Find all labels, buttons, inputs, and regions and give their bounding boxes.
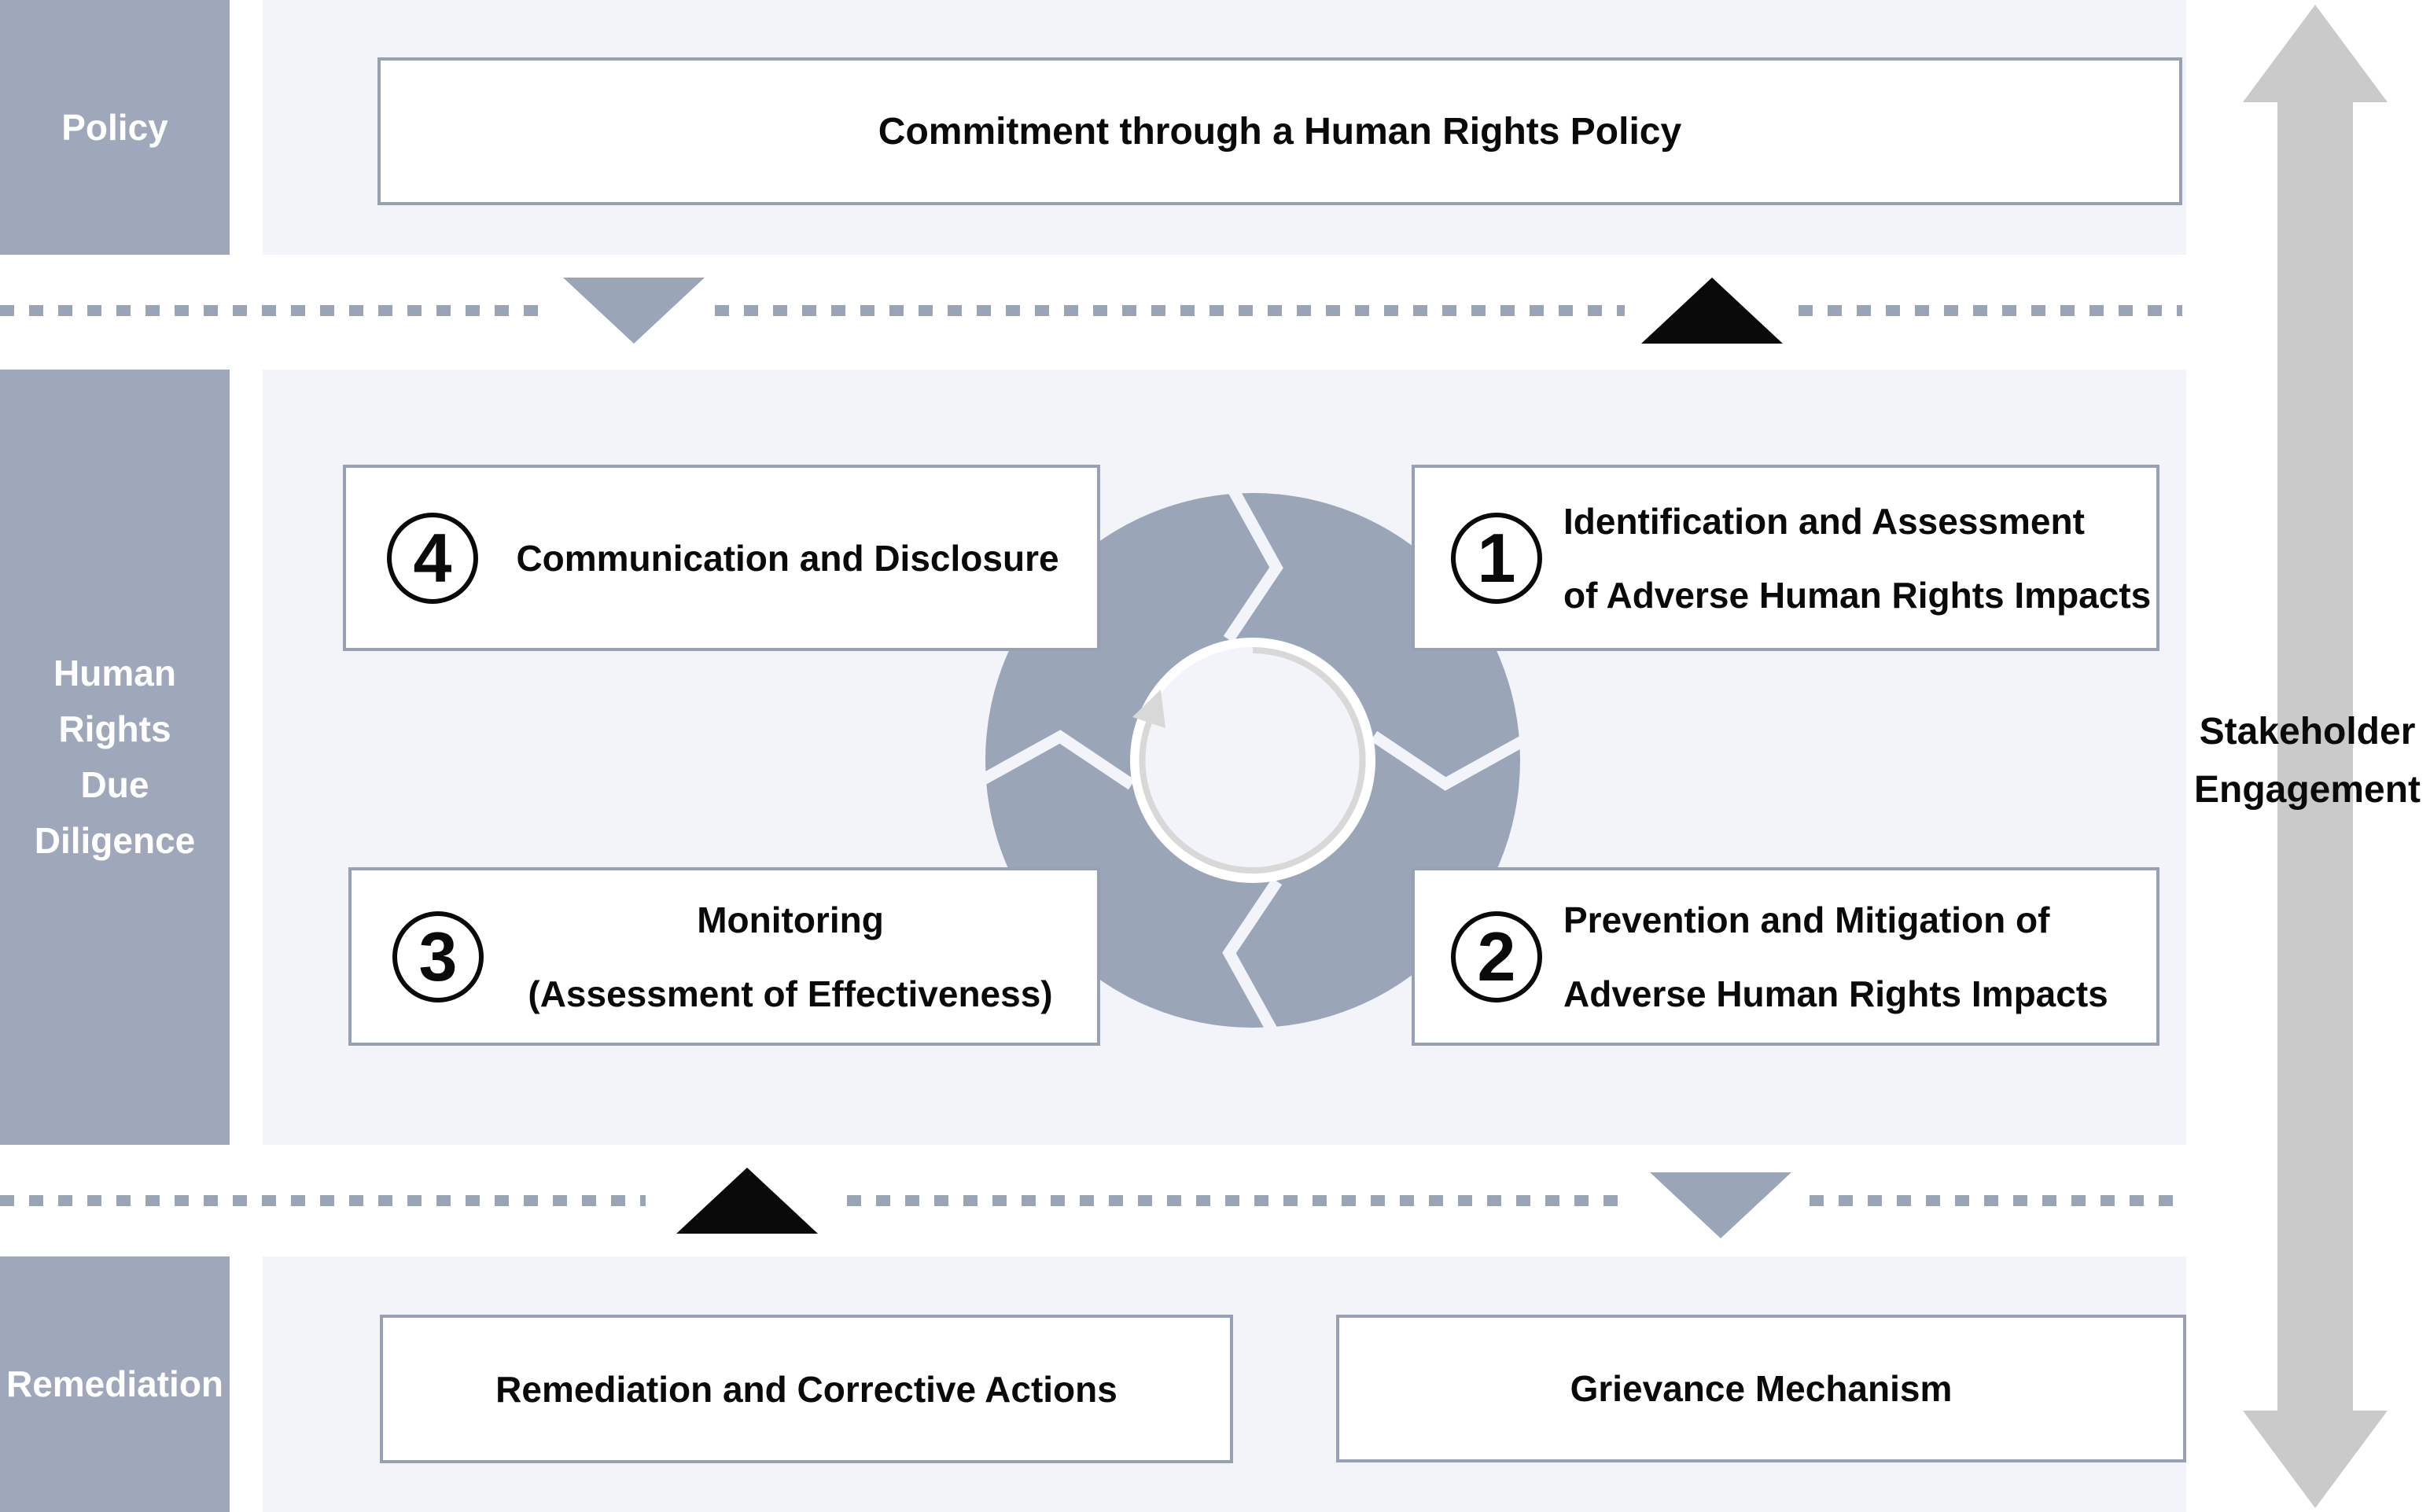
step-2-box: 2 Prevention and Mitigation of Adverse H…	[1412, 867, 2159, 1046]
separator-1-dash	[715, 305, 1625, 316]
separator-1-dash	[1799, 305, 2182, 316]
step-1-label-line1: Identification and Assessment	[1563, 500, 2085, 542]
stakeholder-line1: Stakeholder	[2199, 711, 2416, 752]
separator-2-dash	[847, 1195, 1628, 1206]
step-3-badge: 3	[392, 911, 484, 1002]
stakeholder-line2: Engagement	[2193, 769, 2421, 811]
step-3-label-line1: Monitoring	[697, 899, 884, 940]
down-triangle-icon	[563, 278, 705, 344]
stakeholder-engagement-label: Stakeholder Engagement	[2194, 703, 2421, 819]
sidebar-remediation-label: Remediation	[6, 1363, 224, 1404]
sidebar-hrdd-line: Human	[53, 653, 176, 693]
commitment-label: Commitment through a Human Rights Policy	[878, 110, 1682, 153]
grievance-mechanism-box: Grievance Mechanism	[1336, 1315, 2186, 1462]
cycle-arrow-icon	[978, 485, 1528, 1036]
separator-2-dash	[1810, 1195, 2182, 1206]
sidebar-item-remediation: Remediation	[0, 1256, 230, 1512]
sidebar-hrdd-line: Due	[80, 764, 149, 805]
sidebar-item-policy: Policy	[0, 0, 230, 255]
up-triangle-icon	[1641, 278, 1783, 344]
vertical-double-arrow-icon	[2243, 5, 2388, 1508]
sidebar-hrdd-line: Diligence	[34, 820, 196, 861]
separator-2-dash	[0, 1195, 646, 1206]
step-1-label-line2: of Adverse Human Rights Impacts	[1563, 574, 2152, 616]
remediation-actions-box: Remediation and Corrective Actions	[380, 1315, 1233, 1463]
separator-1-dash	[0, 305, 553, 316]
commitment-box: Commitment through a Human Rights Policy	[377, 57, 2182, 205]
step-2-label-line2: Adverse Human Rights Impacts	[1563, 973, 2108, 1014]
step-3-box: 3 Monitoring (Assessment of Effectivenes…	[348, 867, 1100, 1046]
step-2-badge: 2	[1451, 911, 1542, 1002]
sidebar-policy-label: Policy	[61, 106, 168, 148]
step-4-label: Communication and Disclosure	[516, 537, 1059, 579]
up-triangle-icon	[676, 1168, 818, 1234]
step-2-label-line1: Prevention and Mitigation of	[1563, 899, 2050, 940]
remediation-actions-label: Remediation and Corrective Actions	[495, 1368, 1117, 1410]
step-4-box: 4 Communication and Disclosure	[343, 465, 1100, 651]
step-1-badge: 1	[1451, 512, 1542, 604]
down-triangle-icon	[1650, 1172, 1791, 1238]
step-4-badge: 4	[387, 512, 478, 604]
sidebar-item-hrdd: Human Rights Due Diligence	[0, 370, 230, 1145]
sidebar-hrdd-line: Rights	[58, 708, 171, 749]
step-1-box: 1 Identification and Assessment of Adver…	[1412, 465, 2159, 651]
grievance-mechanism-label: Grievance Mechanism	[1570, 1368, 1953, 1409]
clockwise-arrow-icon	[1132, 647, 1366, 874]
step-3-label-line2: (Assessment of Effectiveness)	[528, 973, 1053, 1014]
